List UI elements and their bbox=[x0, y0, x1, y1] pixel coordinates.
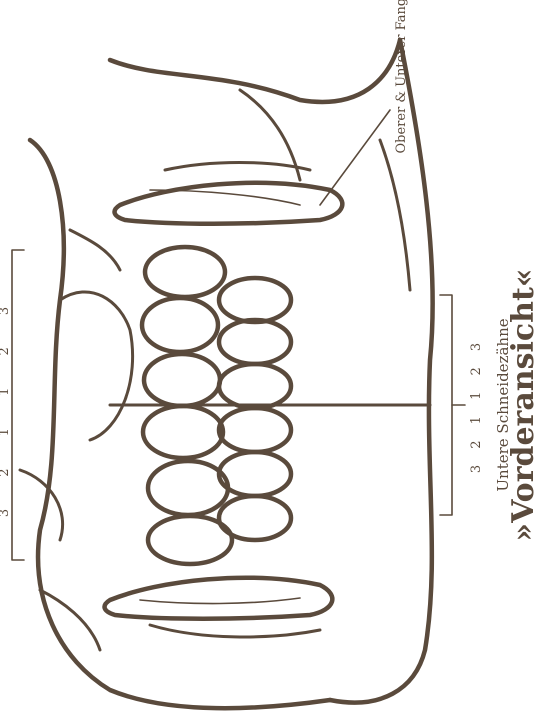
lower-incisor-bracket bbox=[440, 295, 465, 515]
lower-incisors bbox=[219, 278, 291, 540]
left-number-row: 3 2 1 1 2 3 bbox=[0, 293, 12, 517]
canine-pointer-line bbox=[320, 110, 390, 205]
lower-canine-bottom bbox=[105, 578, 333, 637]
canine-label: Oberer & Unterer Fangzahn bbox=[394, 0, 409, 154]
upper-incisor-bracket bbox=[12, 250, 24, 560]
upper-canine-top bbox=[115, 163, 343, 224]
lower-number-row: 3 2 1 1 2 3 bbox=[469, 337, 484, 473]
lower-incisors-label: Untere Schneidezähne bbox=[494, 318, 512, 491]
